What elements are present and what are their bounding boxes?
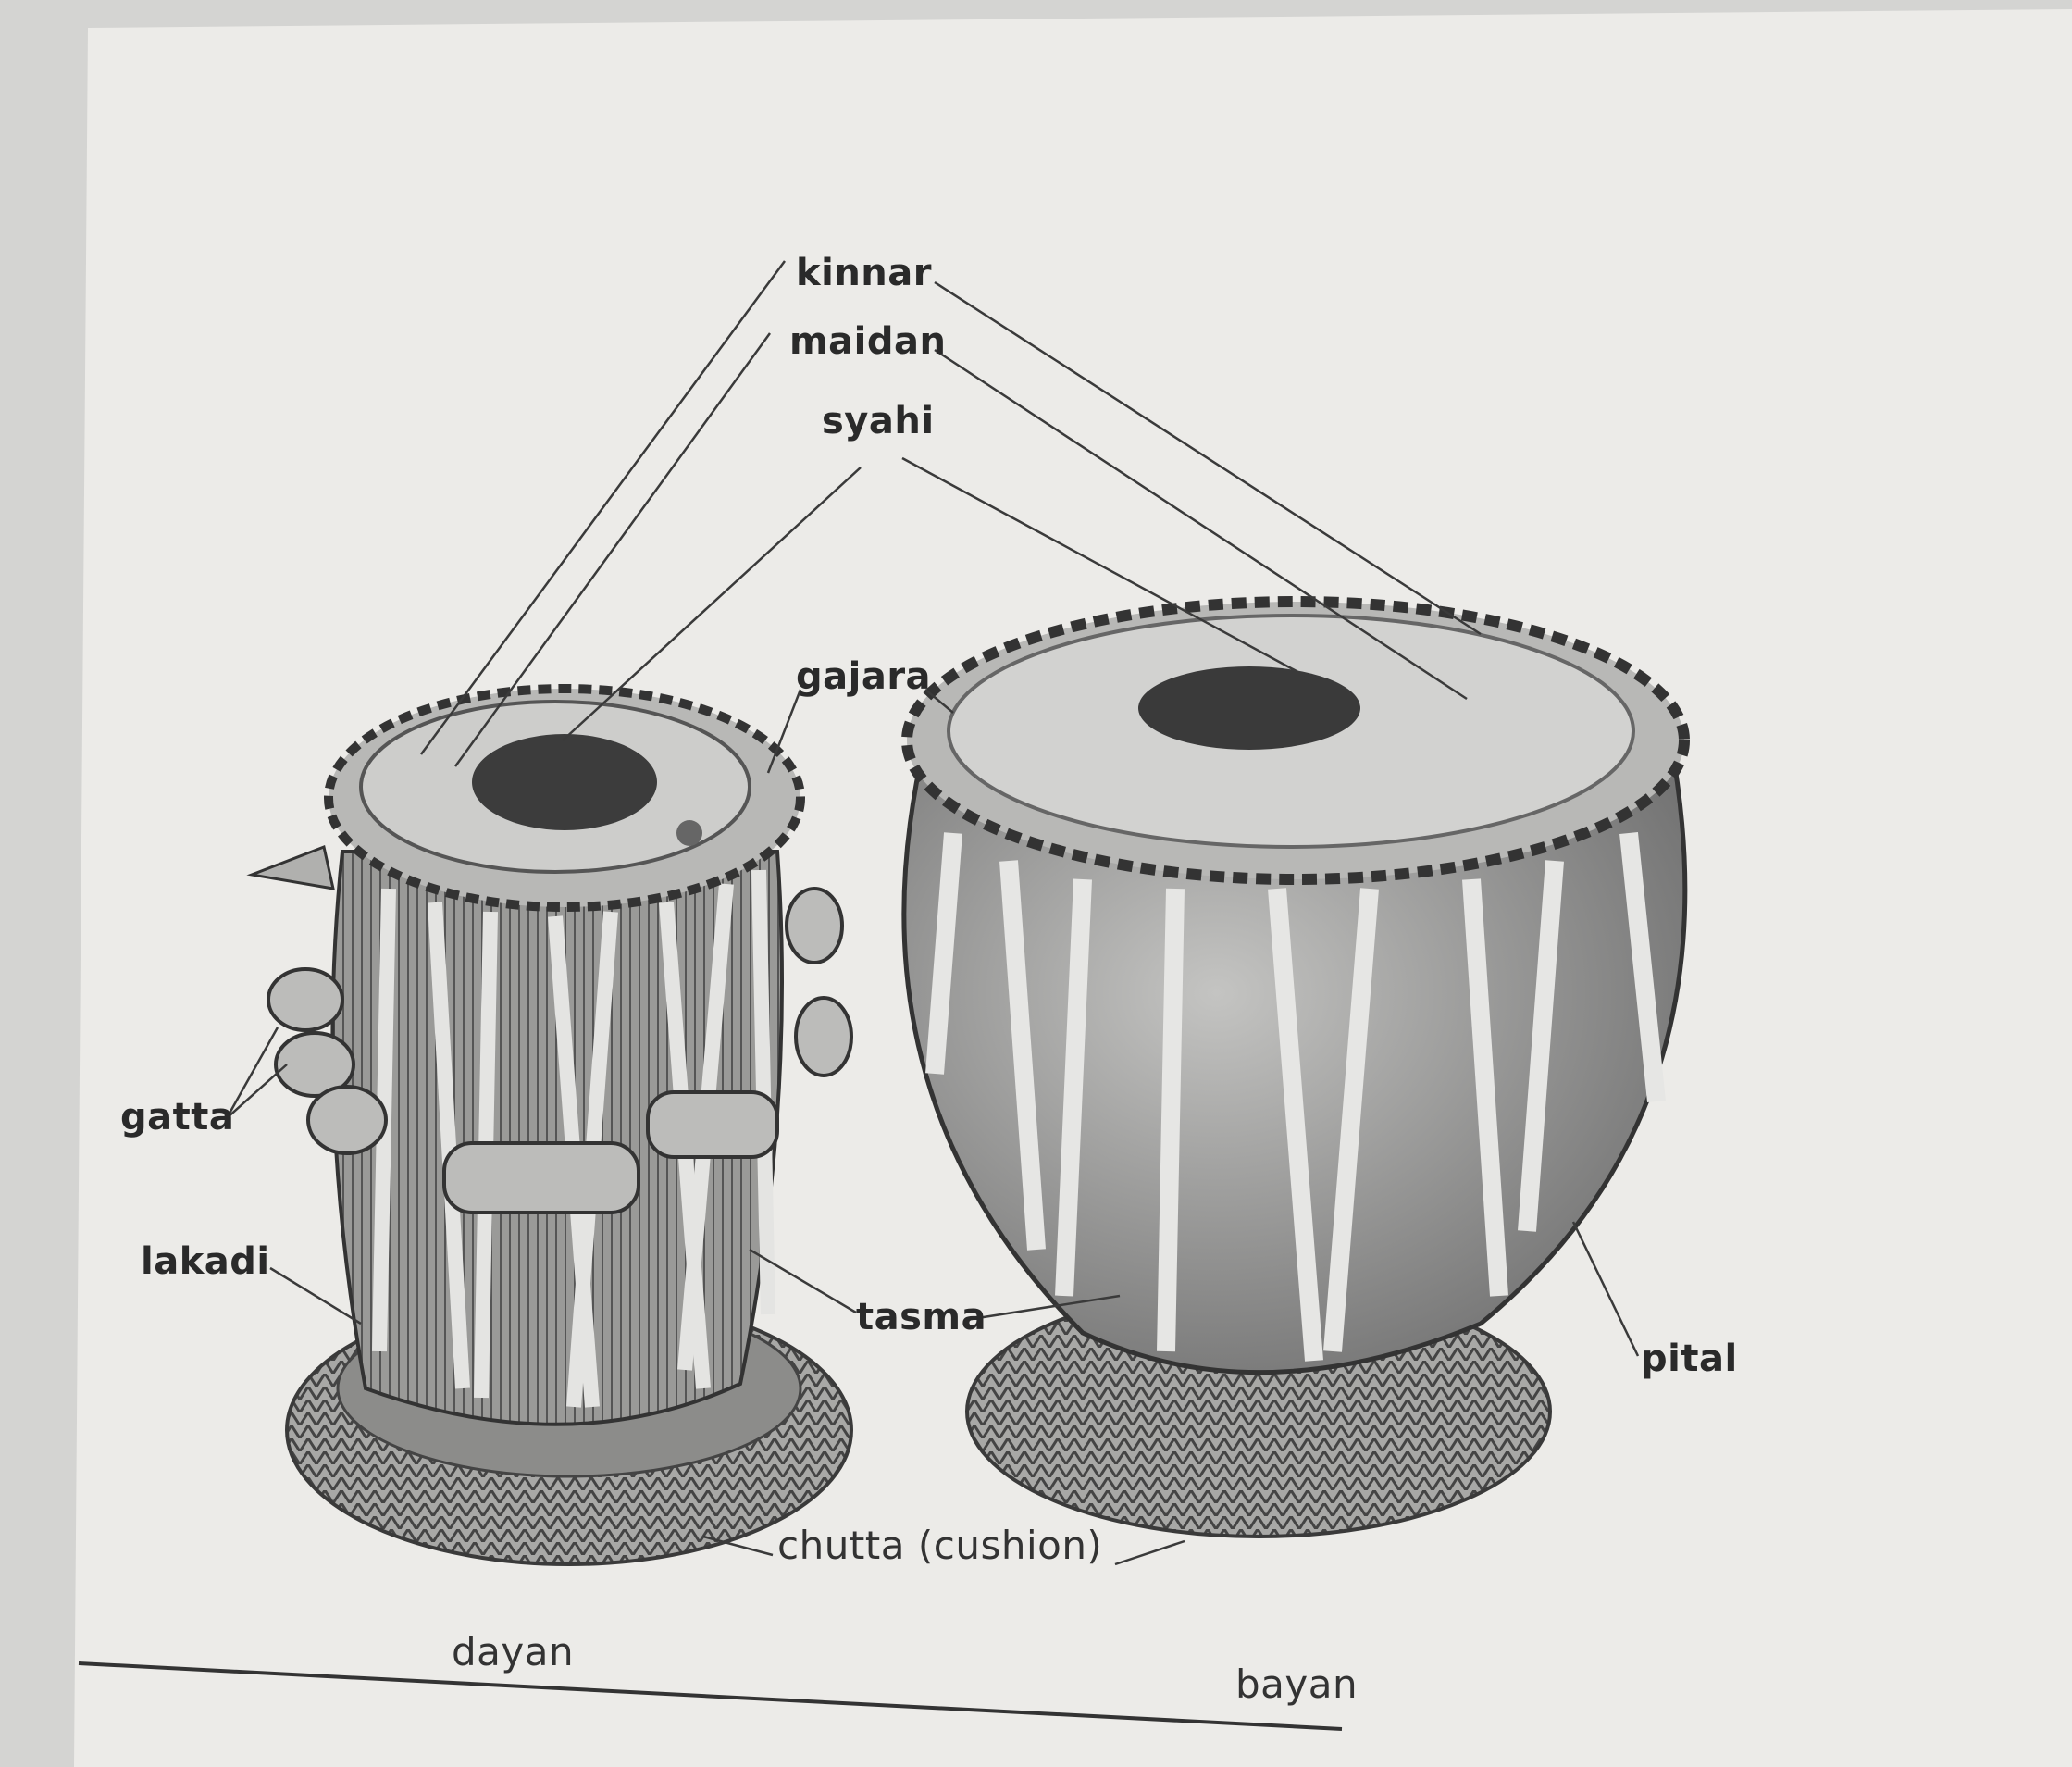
label-syahi: syahi: [822, 400, 935, 442]
label-chutta: chutta (cushion): [777, 1523, 1102, 1568]
label-pital: pital: [1641, 1338, 1738, 1380]
label-kinnar: kinnar: [796, 252, 932, 294]
label-tasma: tasma: [856, 1296, 986, 1338]
caption-dayan: dayan: [452, 1629, 574, 1674]
label-gatta: gatta: [120, 1096, 234, 1139]
label-maidan: maidan: [789, 320, 946, 363]
label-gajara: gajara: [796, 655, 931, 698]
dayan-drum: [252, 689, 851, 1564]
label-lakadi: lakadi: [141, 1240, 270, 1283]
caption-bayan: bayan: [1235, 1661, 1358, 1707]
